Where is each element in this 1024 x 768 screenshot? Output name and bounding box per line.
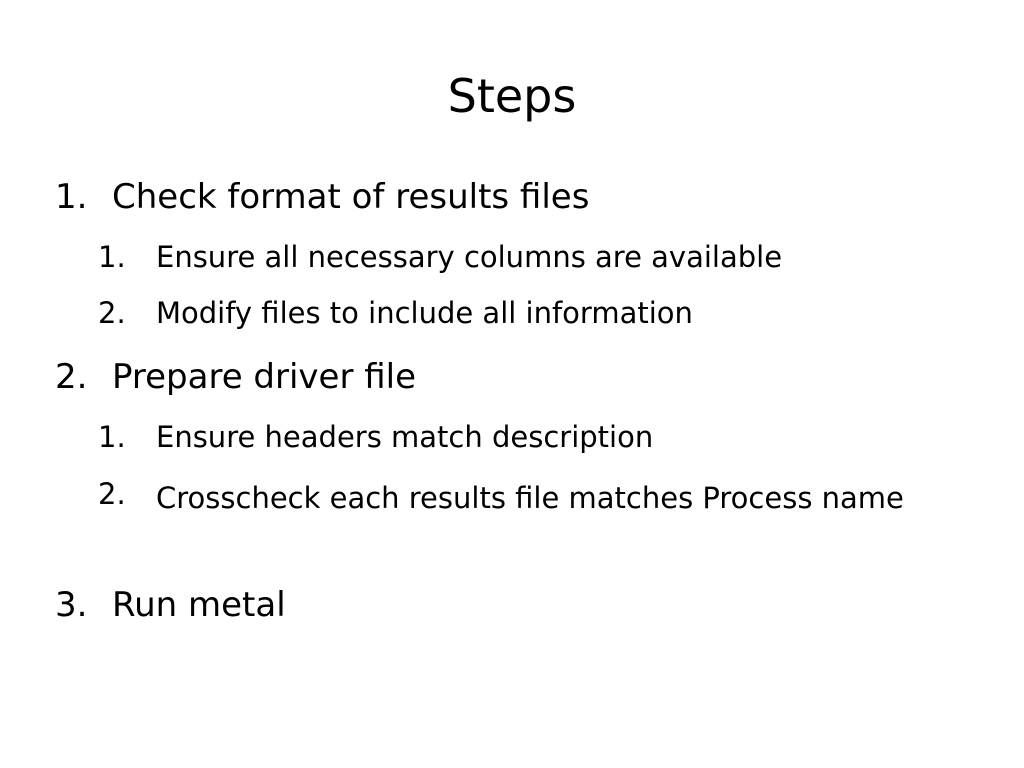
substep-number: 2.: [98, 477, 126, 511]
slide-title: Steps: [447, 69, 577, 123]
substep-text: Modify files to include all information: [156, 296, 693, 330]
step-text: Run metal: [112, 585, 286, 625]
substep-number: 1.: [98, 240, 126, 274]
step-number: 3.: [55, 585, 88, 625]
step-text: Prepare driver file: [112, 357, 417, 397]
step-number: 2.: [55, 357, 88, 397]
substep-text: Ensure headers match description: [156, 420, 654, 454]
substep-number: 1.: [98, 420, 126, 454]
substep-number: 2.: [98, 296, 126, 330]
step-text: Check format of results files: [112, 177, 590, 217]
step-number: 1.: [55, 177, 88, 217]
substep-text: Crosscheck each results file matches Pro…: [156, 481, 904, 515]
substep-text: Ensure all necessary columns are availab…: [156, 240, 783, 274]
